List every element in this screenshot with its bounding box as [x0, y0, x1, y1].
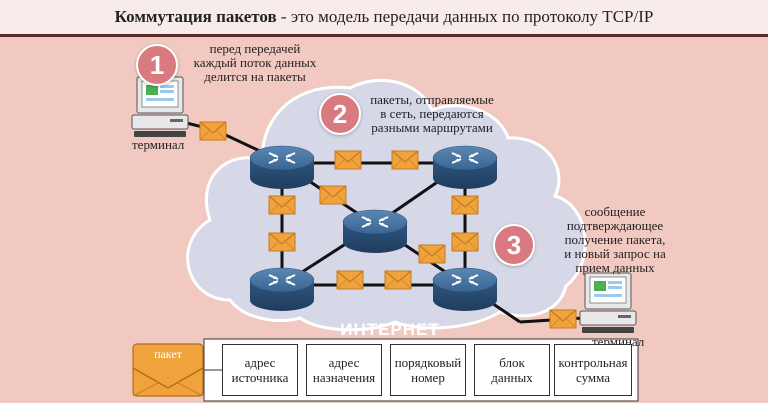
router-icon [249, 267, 315, 312]
envelope-icon [384, 270, 412, 290]
title-divider [0, 34, 768, 37]
field-sequence-number: порядковый номер [390, 344, 466, 396]
title-bold: Коммутация пакетов [114, 7, 277, 26]
field-destination-address: адрес назначения [306, 344, 382, 396]
packet-envelope-icon [132, 343, 204, 397]
step-3-badge: 3 [493, 224, 535, 266]
step-1-badge: 1 [136, 44, 178, 86]
step-3-text: сообщение подтверждающее получение пакет… [564, 204, 666, 275]
envelope-icon [334, 150, 362, 170]
envelope-icon [418, 244, 446, 264]
step-2-badge: 2 [319, 93, 361, 135]
field-checksum: контрольная сумма [554, 344, 632, 396]
cloud-icon [186, 78, 587, 332]
router-icon [432, 267, 498, 312]
field-source-address: адрес источника [222, 344, 298, 396]
router-icon [432, 145, 498, 190]
envelope-icon [549, 309, 577, 329]
envelope-icon [451, 195, 479, 215]
envelope-icon [391, 150, 419, 170]
envelope-icon [268, 232, 296, 252]
envelope-icon [319, 185, 347, 205]
title-rest: - это модель передачи данных по протокол… [276, 7, 654, 26]
page-title: Коммутация пакетов - это модель передачи… [0, 0, 768, 34]
step-2-text: пакеты, отправляемые в сеть, передаются … [370, 92, 494, 135]
envelope-icon [336, 270, 364, 290]
internet-label: ИНТЕРНЕТ [340, 320, 440, 339]
envelope-icon [268, 195, 296, 215]
envelope-icon [199, 121, 227, 141]
router-icon [342, 209, 408, 254]
step-1-text: перед передачей каждый поток данных дели… [193, 41, 317, 84]
router-icon [249, 145, 315, 190]
field-data-block: блок данных [474, 344, 550, 396]
terminal-label-source: терминал [132, 137, 185, 152]
terminal-icon [131, 76, 189, 138]
envelope-icon [451, 232, 479, 252]
terminal-icon [579, 272, 637, 334]
packet-label: пакет [154, 347, 182, 361]
